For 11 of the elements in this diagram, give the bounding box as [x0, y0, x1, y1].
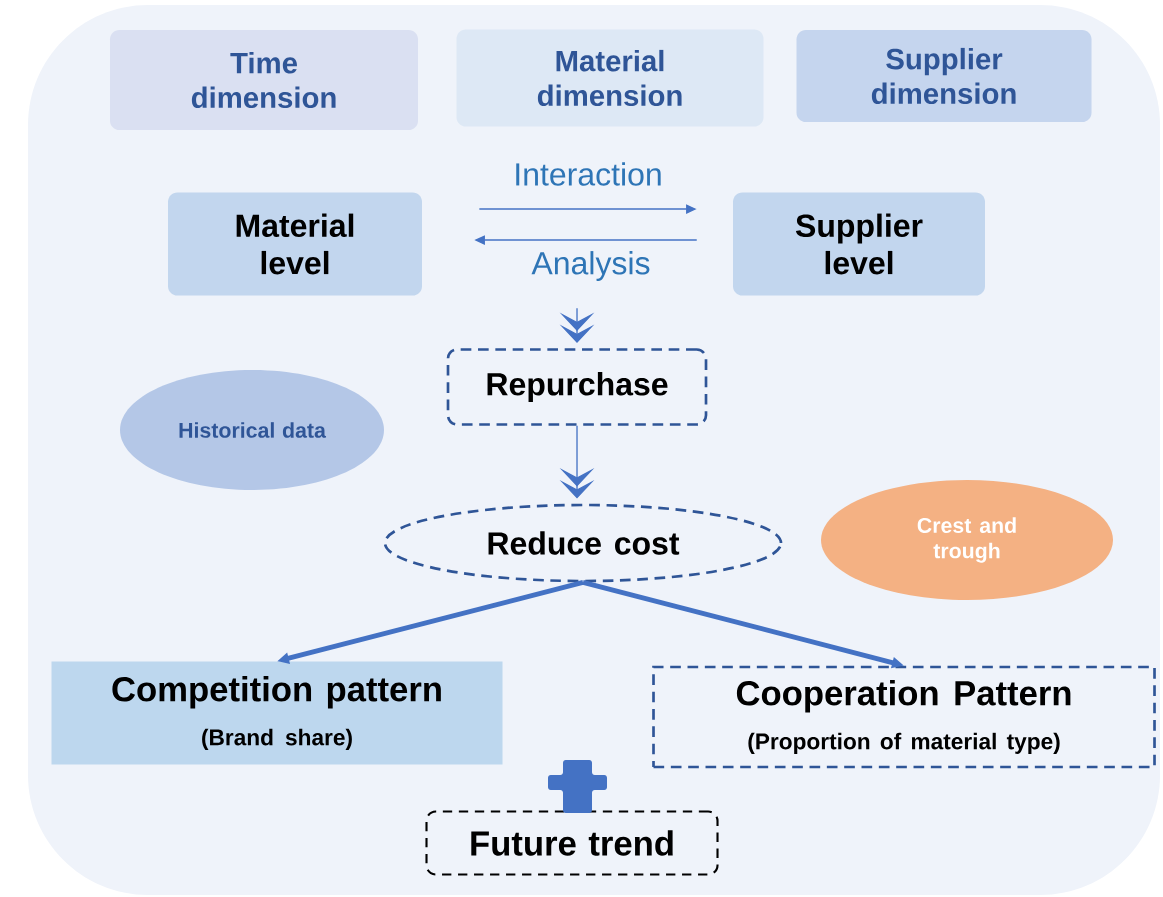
rounded-box: Material dimension: [456, 29, 764, 127]
rounded-box: Time dimension: [110, 30, 418, 130]
rounded-box: Future trend: [425, 810, 719, 876]
rectangle-box: Competition pattern (Brand share): [51, 661, 503, 765]
rounded-box: Repurchase: [446, 348, 708, 426]
rounded-box: Supplier level: [733, 192, 985, 296]
rounded-box: Supplier dimension: [796, 30, 1092, 122]
edge-label: Analysis: [531, 251, 650, 281]
rectangle-box: Cooperation Pattern (Proportion of material type): [652, 665, 1156, 769]
rounded-box: Material level: [168, 192, 422, 296]
edge-label: Interaction: [516, 162, 661, 186]
